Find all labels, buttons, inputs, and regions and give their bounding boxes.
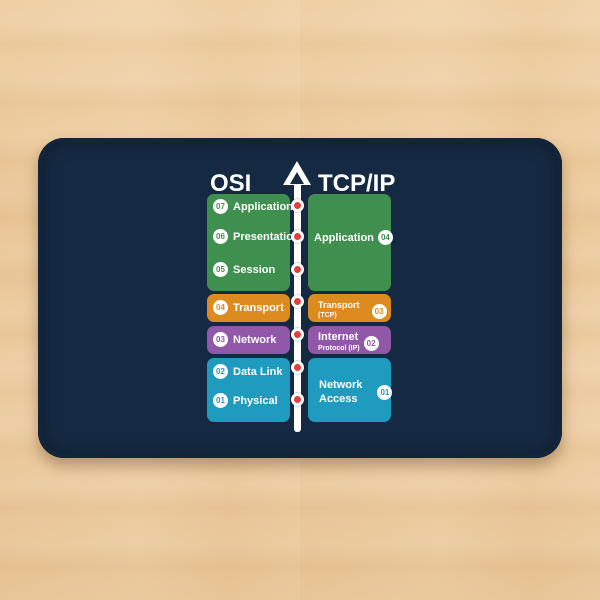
layer-marker-dot <box>291 328 304 341</box>
layer-label: Network <box>319 379 363 391</box>
layer-marker-dot <box>291 393 304 406</box>
layer-number-badge: 02 <box>213 364 228 379</box>
tcpip-layer-transport: Transport (TCP) 03 <box>318 300 387 322</box>
osi-layer-presentation: 06 Presentation <box>213 229 300 244</box>
layer-marker-dot <box>291 230 304 243</box>
tcpip-layer-network-access: Network Access 01 <box>319 378 393 406</box>
layer-number-badge: 05 <box>213 262 228 277</box>
osi-layer-session: 05 Session <box>213 262 275 277</box>
layer-marker-dot <box>291 263 304 276</box>
tcpip-title: TCP/IP <box>318 170 396 197</box>
layer-label: Data Link <box>233 365 283 378</box>
layer-label: Internet <box>318 331 359 343</box>
layer-sublabel: Protocol (IP) <box>318 345 360 352</box>
arrow-up-icon-cutout <box>290 172 304 184</box>
tcpip-layer-internet: Internet Protocol (IP) 02 <box>318 331 379 355</box>
layer-label: Physical <box>233 394 278 407</box>
osi-layer-physical: 01 Physical <box>213 393 278 408</box>
layer-number-badge: 04 <box>213 300 228 315</box>
osi-layer-application: 07 Application <box>213 199 293 214</box>
layer-label: Transport <box>318 300 360 310</box>
layer-label: Transport <box>233 301 284 314</box>
osi-layer-network: 03 Network <box>213 332 276 347</box>
osi-title: OSI <box>210 170 252 197</box>
layer-label: Application <box>314 231 374 244</box>
layer-label: Network <box>233 333 277 346</box>
layer-marker-dot <box>291 199 304 212</box>
layer-marker-dot <box>291 295 304 308</box>
layer-label: Application <box>233 200 293 213</box>
layer-number-badge: 06 <box>213 229 228 244</box>
tcpip-layer-application: Application 04 <box>314 230 393 245</box>
osi-layer-transport: 04 Transport <box>213 300 284 315</box>
layer-marker-dot <box>291 361 304 374</box>
layer-number-badge: 01 <box>377 384 393 400</box>
layer-label: Session <box>233 263 276 276</box>
layer-number-badge: 03 <box>371 303 387 319</box>
layer-label-line2: Access <box>319 393 358 405</box>
layer-sublabel: (TCP) <box>318 312 337 319</box>
layer-number-badge: 01 <box>213 393 228 408</box>
tcpip-network-access-block <box>308 358 391 422</box>
layer-number-badge: 04 <box>377 230 393 245</box>
layer-label: Presentation <box>233 230 300 243</box>
layer-number-badge: 02 <box>363 335 379 351</box>
layer-number-badge: 03 <box>213 332 228 347</box>
tcpip-application-block <box>308 194 391 291</box>
osi-layer-data-link: 02 Data Link <box>213 364 283 379</box>
layer-number-badge: 07 <box>213 199 228 214</box>
